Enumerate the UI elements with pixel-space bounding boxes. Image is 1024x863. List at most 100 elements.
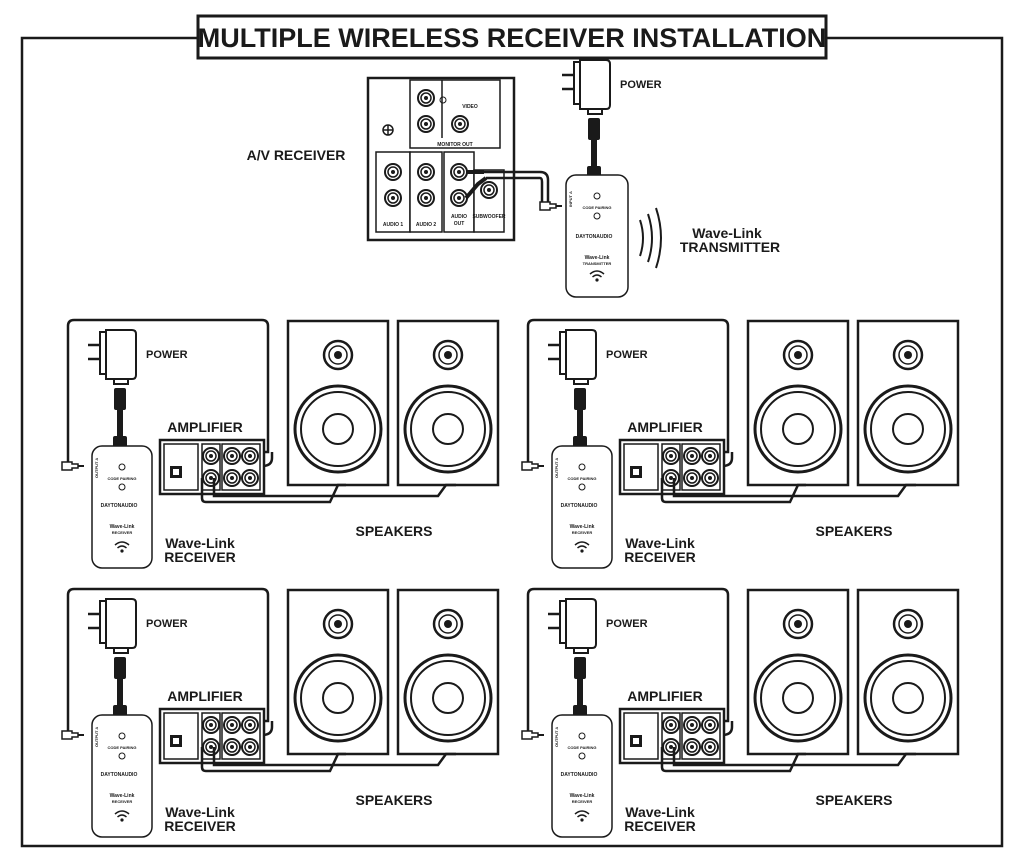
left-speaker [286,588,390,756]
power-cord [587,118,601,178]
amp-input-cable [62,587,270,737]
receiver-brand: DAYTONAUDIO [561,503,598,509]
receiver-brand: DAYTONAUDIO [101,503,138,509]
audio-plug-icon [521,730,545,740]
power-label: POWER [606,349,648,361]
speaker-wire-left [200,747,346,773]
amplifier-label: AMPLIFIER [627,688,702,704]
audio-plug-icon [539,201,563,211]
amp-input-cable [522,587,730,737]
av-to-transmitter-cable [484,170,550,208]
svg-text:CODE PAIRING: CODE PAIRING [567,745,596,750]
page-title: MULTIPLE WIRELESS RECEIVER INSTALLATION [198,23,827,53]
rca-jack-icon [451,115,469,133]
right-speaker [856,319,960,487]
svg-text:CODE PAIRING: CODE PAIRING [107,745,136,750]
rca-jack-icon [417,89,435,107]
receiver-name-line1: Wave-Link [625,804,695,820]
av-receiver: A/V RECEIVER VIDEO MONITOR OUT AUDIO 1 A… [247,76,550,242]
power-label: POWER [146,618,188,630]
receiver-device [91,445,153,569]
svg-text:Wave-Link: Wave-Link [585,255,610,261]
receiver-brand: DAYTONAUDIO [561,772,598,778]
amplifier-panel [160,709,264,763]
transmitter-brand: DAYTONAUDIO [576,234,613,240]
power-cord [113,657,127,717]
receiver-device [551,714,613,838]
svg-text:RECEIVER: RECEIVER [112,530,133,535]
left-speaker [286,319,390,487]
title-box [196,14,828,60]
amplifier-label: AMPLIFIER [167,688,242,704]
rca-jack-icon [417,115,435,133]
left-speaker [746,588,850,756]
svg-text:OUTPUT A: OUTPUT A [94,727,99,747]
av-receiver-label: A/V RECEIVER [247,147,346,163]
svg-text:CODE PAIRING: CODE PAIRING [582,205,611,210]
speakers-label: SPEAKERS [355,792,432,808]
svg-text:CODE PAIRING: CODE PAIRING [107,476,136,481]
audio-plug-icon [521,461,545,471]
transmitter-power-label: POWER [620,79,662,91]
power-cord [573,657,587,717]
power-label: POWER [606,618,648,630]
amp-input-cable [62,318,270,468]
right-speaker [396,588,500,756]
speaker-wire-left [660,747,806,773]
amplifier-panel [160,440,264,494]
speakers-label: SPEAKERS [815,523,892,539]
receiver-name-line1: Wave-Link [165,535,235,551]
svg-text:RECEIVER: RECEIVER [112,799,133,804]
receiver-name-line2: RECEIVER [164,549,236,565]
transmitter-name-line1: Wave-Link [692,225,762,241]
receiver-device [551,445,613,569]
receiver-zone-4: POWER OUTPUT A CODE PAIRING DAYTONAUDIO Wave… [521,587,960,838]
speaker-wire-right [672,478,916,498]
receiver-name-line2: RECEIVER [624,818,696,834]
power-cord [113,388,127,448]
svg-text:TRANSMITTER: TRANSMITTER [583,261,612,266]
amplifier-label: AMPLIFIER [627,419,702,435]
port-label-subwoofer: SUBWOOFER [472,214,505,220]
right-speaker [856,588,960,756]
speaker-wire-left [200,478,346,504]
amplifier-panel [620,709,724,763]
receiver-name-line1: Wave-Link [625,535,695,551]
speaker-wire-right [672,747,916,767]
speakers-label: SPEAKERS [355,523,432,539]
receiver-zones: POWER OUTPUT A CODE PAIRING DAYTONAUDIO Wave… [61,318,960,838]
power-adapter-icon [546,328,598,386]
speaker-wire-left [660,478,806,504]
svg-text:INPUT A: INPUT A [568,191,573,207]
svg-text:Wave-Link: Wave-Link [570,793,595,799]
svg-text:OUTPUT A: OUTPUT A [554,458,559,478]
receiver-zone-3: POWER OUTPUT A CODE PAIRING DAYTONAUDIO Wave… [61,587,500,838]
receiver-device [91,714,153,838]
transmitter-name-line2: TRANSMITTER [680,239,780,255]
amp-input-cable [522,318,730,468]
receiver-brand: DAYTONAUDIO [101,772,138,778]
transmitter-device [565,174,629,298]
port-label-audio2: AUDIO 2 [416,222,437,228]
power-cord [573,388,587,448]
speakers-label: SPEAKERS [815,792,892,808]
receiver-name-line1: Wave-Link [165,804,235,820]
svg-text:Wave-Link: Wave-Link [110,524,135,530]
speaker-wire-right [212,478,456,498]
left-speaker [746,319,850,487]
port-label-audio-out-2: OUT [454,221,465,227]
port-label-monitor-out: MONITOR OUT [437,142,472,148]
svg-text:RECEIVER: RECEIVER [572,530,593,535]
power-adapter-icon [86,328,138,386]
speaker-wire-right [212,747,456,767]
receiver-name-line2: RECEIVER [164,818,236,834]
svg-text:OUTPUT A: OUTPUT A [554,727,559,747]
audio-plug-icon [61,461,85,471]
receiver-name-line2: RECEIVER [624,549,696,565]
amplifier-panel [620,440,724,494]
amplifier-label: AMPLIFIER [167,419,242,435]
svg-text:Wave-Link: Wave-Link [110,793,135,799]
